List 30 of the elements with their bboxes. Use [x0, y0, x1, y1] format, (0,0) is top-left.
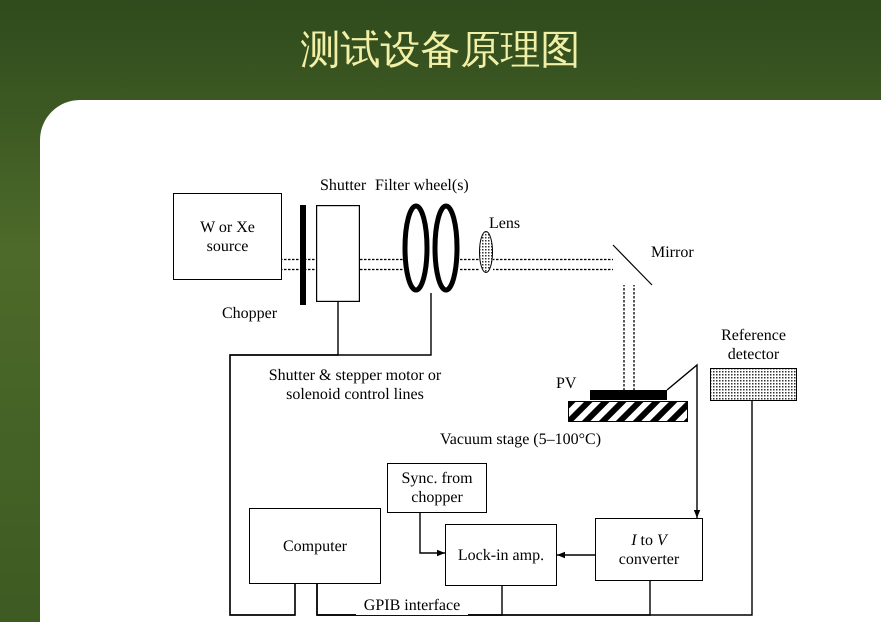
converter-box [595, 518, 703, 581]
box-label: Lock-in amp. [458, 546, 544, 564]
box-label: W or Xe source [199, 218, 256, 256]
light-beam [304, 258, 318, 271]
arrow [666, 364, 700, 518]
part-label: PV [556, 374, 576, 393]
lock-in-amp-box [445, 524, 557, 586]
light-source-box [173, 193, 282, 280]
box-label: I to V converter [618, 530, 680, 568]
light-beam [459, 258, 479, 271]
arrow [557, 552, 595, 558]
light-beam [282, 258, 300, 271]
connector-line [316, 401, 753, 616]
edge-label: GPIB interface [356, 596, 468, 615]
part-label: Vacuum stage (5–100°C) [440, 430, 602, 449]
slide-title: 测试设备原理图 [300, 26, 582, 75]
part-label: Chopper [222, 304, 278, 323]
sync-box [387, 463, 487, 513]
part-label: Mirror [651, 243, 694, 262]
box-label: Sync. from chopper [400, 469, 474, 507]
part-label: Reference detector [720, 326, 787, 364]
computer-box [249, 508, 381, 584]
part-label: Shutter [320, 176, 366, 195]
light-beam [493, 258, 613, 271]
box-label: Computer [283, 536, 347, 556]
part-label: Filter wheel(s) [375, 176, 469, 195]
arrow [419, 513, 445, 556]
light-beam [360, 258, 403, 271]
connector-line [229, 293, 432, 616]
part-label: Lens [489, 214, 520, 233]
